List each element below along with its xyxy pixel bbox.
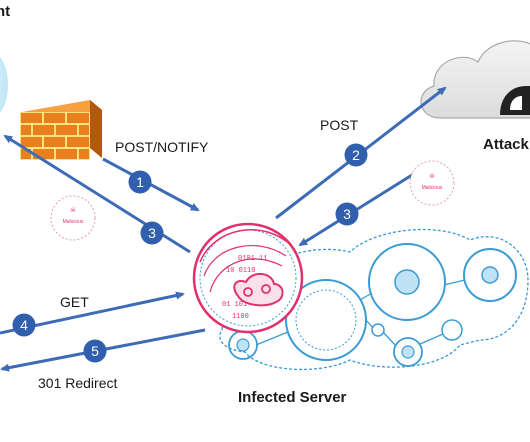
malicious-badge-right-icon — [409, 160, 455, 206]
malicious-badge-right: ☠ Malicious — [409, 160, 455, 206]
step-badge-1: 1 — [128, 170, 152, 194]
client-node: nt — [0, 3, 10, 113]
svg-text:☠: ☠ — [429, 172, 435, 180]
attacker-node: Attack — [420, 40, 530, 153]
svg-text:1100: 1100 — [232, 313, 249, 321]
label-post-notify: POST/NOTIFY — [115, 139, 209, 155]
svg-text:2: 2 — [352, 147, 360, 163]
label-post: POST — [320, 117, 359, 133]
firewall-icon — [20, 100, 102, 160]
step-badge-3-left: 3 — [140, 221, 164, 245]
step-badge-5: 5 — [83, 339, 107, 363]
svg-text:01 101: 01 101 — [222, 301, 247, 309]
label-get: GET — [60, 294, 89, 310]
svg-text:Malicious: Malicious — [422, 185, 443, 191]
svg-text:1: 1 — [136, 174, 144, 190]
malicious-badge-left: ☠ Malicious — [50, 195, 96, 241]
arrow-step-3-right — [298, 168, 421, 247]
svg-text:5: 5 — [91, 343, 99, 359]
step-badge-2: 2 — [344, 143, 368, 167]
svg-text:3: 3 — [148, 225, 156, 241]
step-badge-4: 4 — [12, 313, 36, 337]
malicious-badge-left-icon — [50, 195, 96, 241]
infected-server-label: Infected Server — [238, 389, 347, 406]
svg-text:4: 4 — [20, 317, 28, 333]
attacker-cloud-icon — [420, 40, 530, 119]
client-globe-icon — [0, 57, 8, 113]
attacker-label: Attack — [483, 136, 530, 153]
svg-text:3: 3 — [343, 206, 351, 222]
label-301-redirect: 301 Redirect — [38, 375, 117, 391]
hacker-icon — [500, 86, 530, 115]
svg-text:0101 11: 0101 11 — [238, 255, 267, 263]
svg-text:Malicious: Malicious — [63, 219, 84, 225]
svg-text:10 0110: 10 0110 — [226, 267, 255, 275]
infection-icon: 0101 11 10 0110 01 101 1100 — [192, 222, 304, 334]
step-badge-3-right: 3 — [335, 202, 359, 226]
svg-text:☠: ☠ — [70, 206, 76, 214]
client-label: nt — [0, 3, 10, 20]
